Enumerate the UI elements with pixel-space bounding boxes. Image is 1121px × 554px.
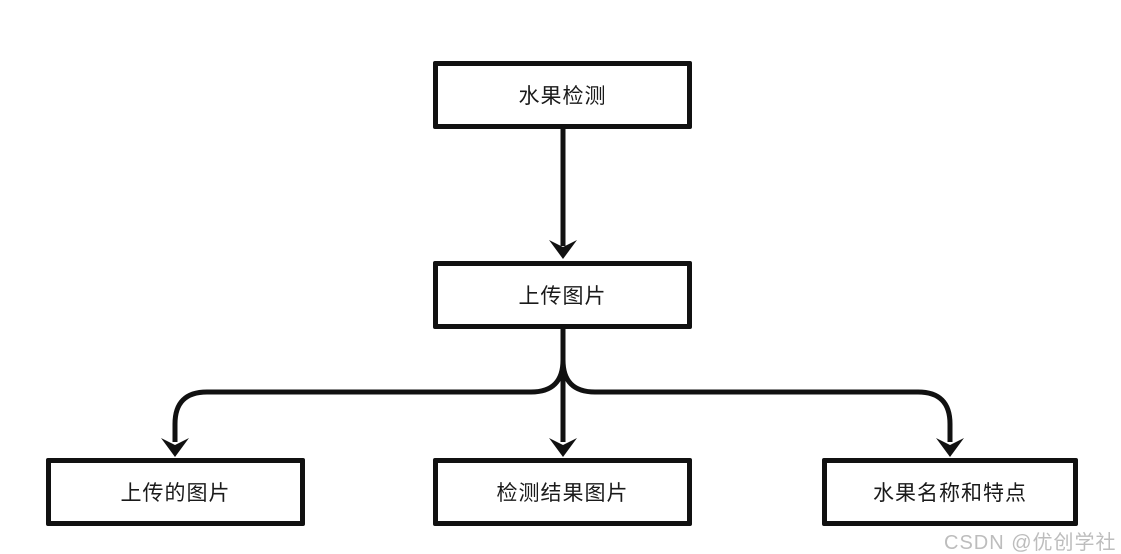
csdn-watermark: CSDN @优创学社	[944, 532, 1117, 554]
edge-upload-to-features	[560, 329, 953, 442]
node-fruit-detection: 水果检测	[433, 61, 692, 129]
node-uploaded-image-label: 上传的图片	[120, 482, 231, 505]
node-upload-image: 上传图片	[433, 261, 692, 329]
node-detection-result-image-label: 检测结果图片	[496, 482, 629, 505]
node-uploaded-image: 上传的图片	[46, 458, 305, 526]
node-fruit-detection-label: 水果检测	[518, 85, 607, 108]
node-detection-result-image: 检测结果图片	[433, 458, 692, 526]
node-fruit-name-features: 水果名称和特点	[822, 458, 1078, 526]
node-fruit-name-features-label: 水果名称和特点	[873, 482, 1027, 505]
arrowhead-to-result	[549, 438, 577, 457]
node-upload-image-label: 上传图片	[518, 285, 607, 308]
arrowhead-to-upload	[549, 240, 577, 259]
arrowhead-to-uploaded	[161, 438, 189, 457]
arrowhead-to-features	[936, 438, 964, 457]
edge-upload-to-uploaded	[172, 329, 566, 442]
